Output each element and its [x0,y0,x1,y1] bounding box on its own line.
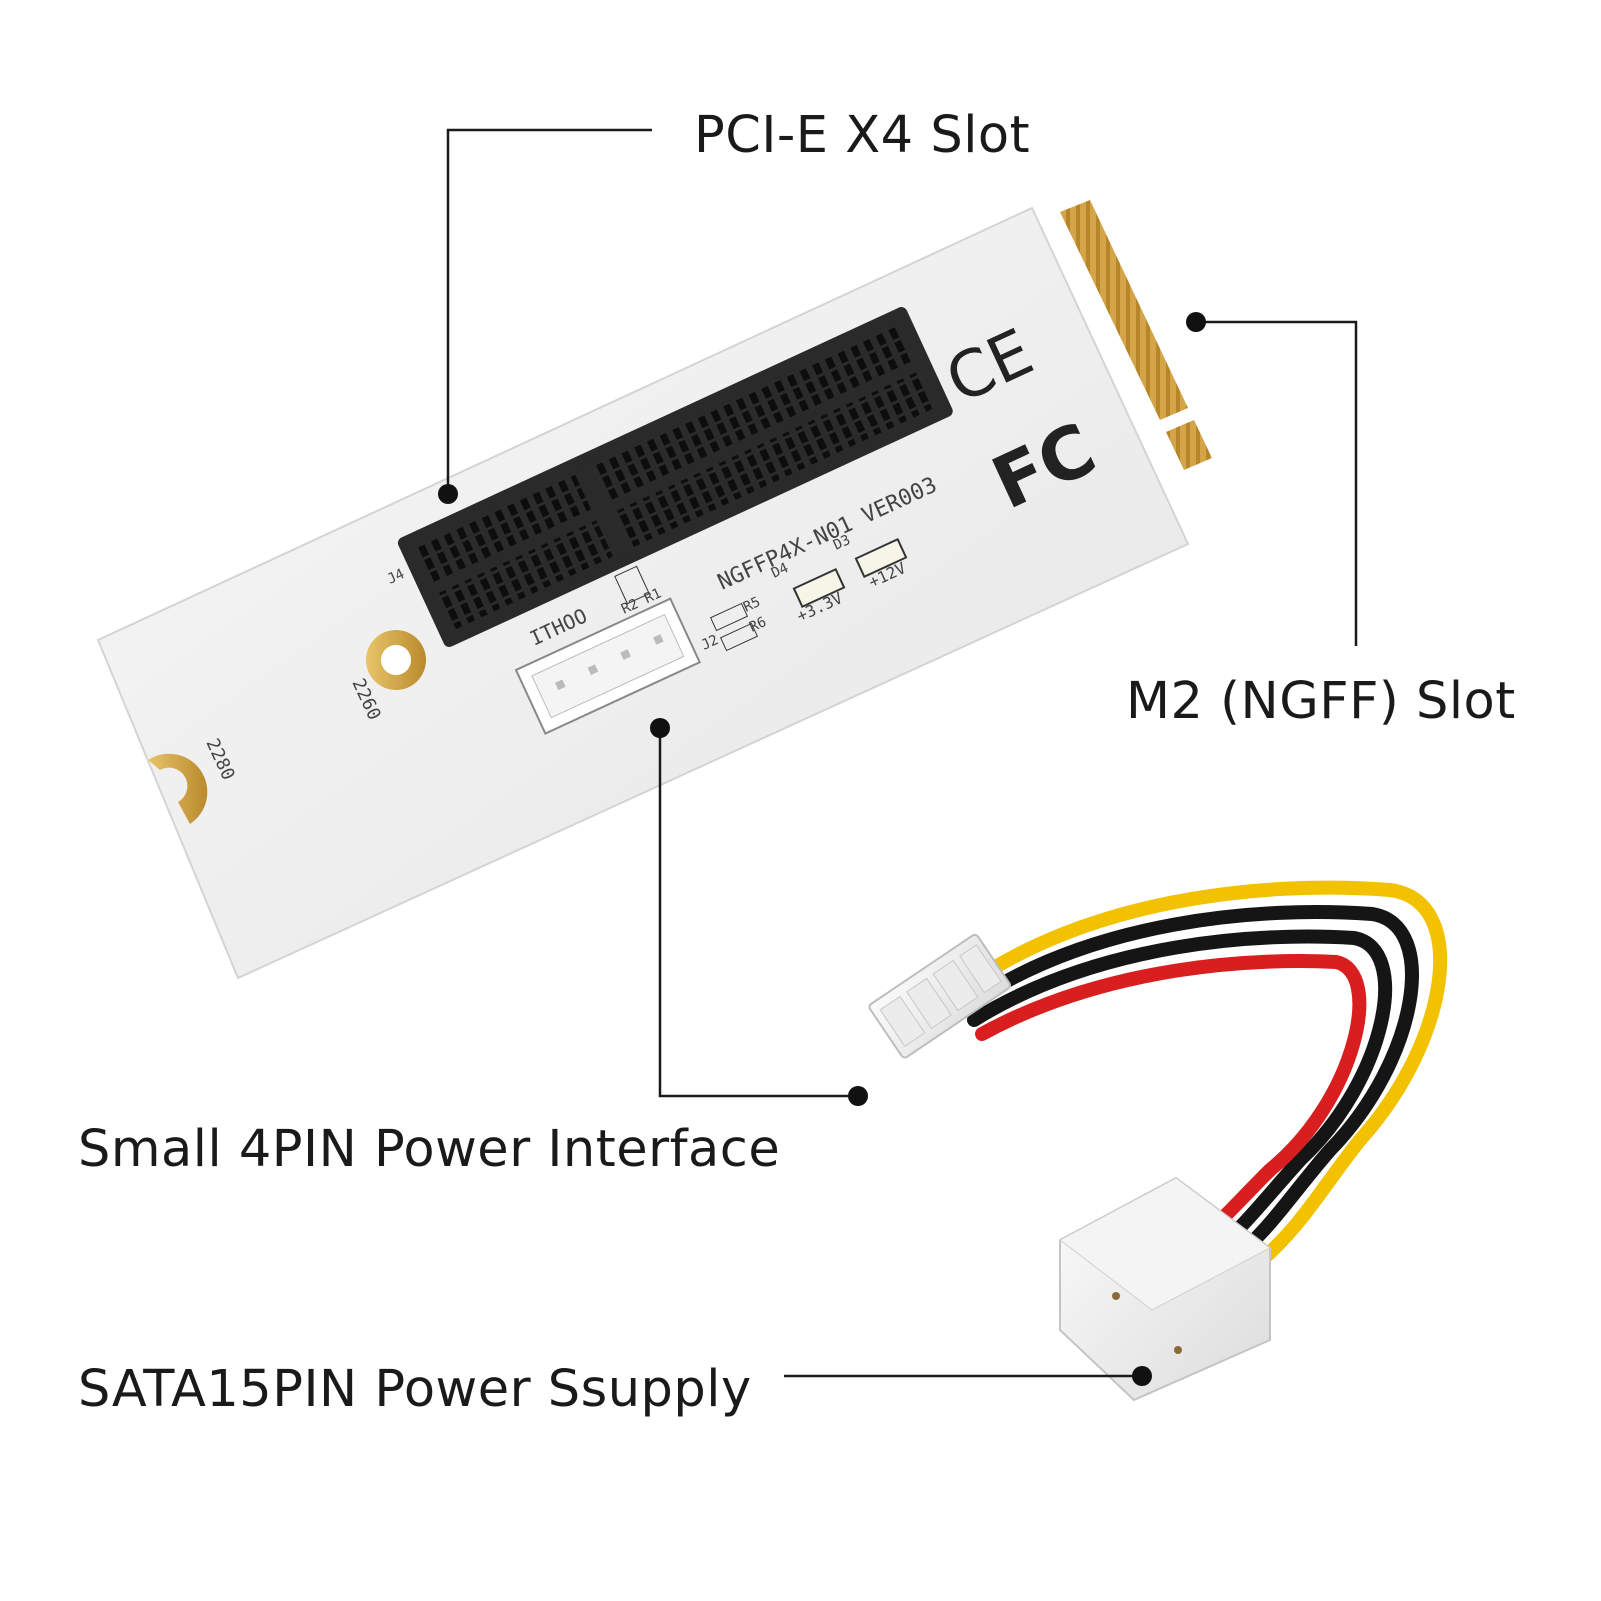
callout-sata-power: SATA15PIN Power Ssupply [78,1360,752,1419]
mount-notch-2280 [148,753,208,824]
label-j2: J2 [699,632,721,654]
small-4pin-plug [868,933,1012,1059]
callout-small-power: Small 4PIN Power Interface [78,1120,781,1179]
m2-adapter-board: NGFFP4X-N01 VER003 ITHOO D4 D3 +3.3V +12… [96,200,1212,980]
label-j4: J4 [385,566,407,588]
power-cable [951,880,1448,1277]
leader-4pin [658,730,856,1098]
dot-4pin-plug [848,1086,868,1106]
dot-sata [1132,1366,1152,1386]
label-r5: R5 [741,594,763,616]
m2-gold-fingers [1060,200,1188,420]
led-d3 [854,537,908,579]
leader-lines [446,128,1358,1378]
callout-m2-slot: M2 (NGFF) Slot [1126,672,1516,731]
label-d4: D4 [769,560,791,582]
leader-m2 [1198,320,1358,646]
large-molex-plug [1059,1176,1271,1402]
label-r6: R6 [747,614,769,636]
dot-pcie [438,484,458,504]
dot-m2 [1186,312,1206,332]
leader-dots [438,312,1206,1386]
label-d3: D3 [831,532,853,554]
pcie-x4-slot [397,307,953,647]
dot-4pin-board [650,718,670,738]
leader-pcie [446,128,652,490]
callout-pcie-slot: PCI-E X4 Slot [694,106,1031,165]
led-d4 [792,567,846,609]
small-4pin-header [514,597,702,735]
